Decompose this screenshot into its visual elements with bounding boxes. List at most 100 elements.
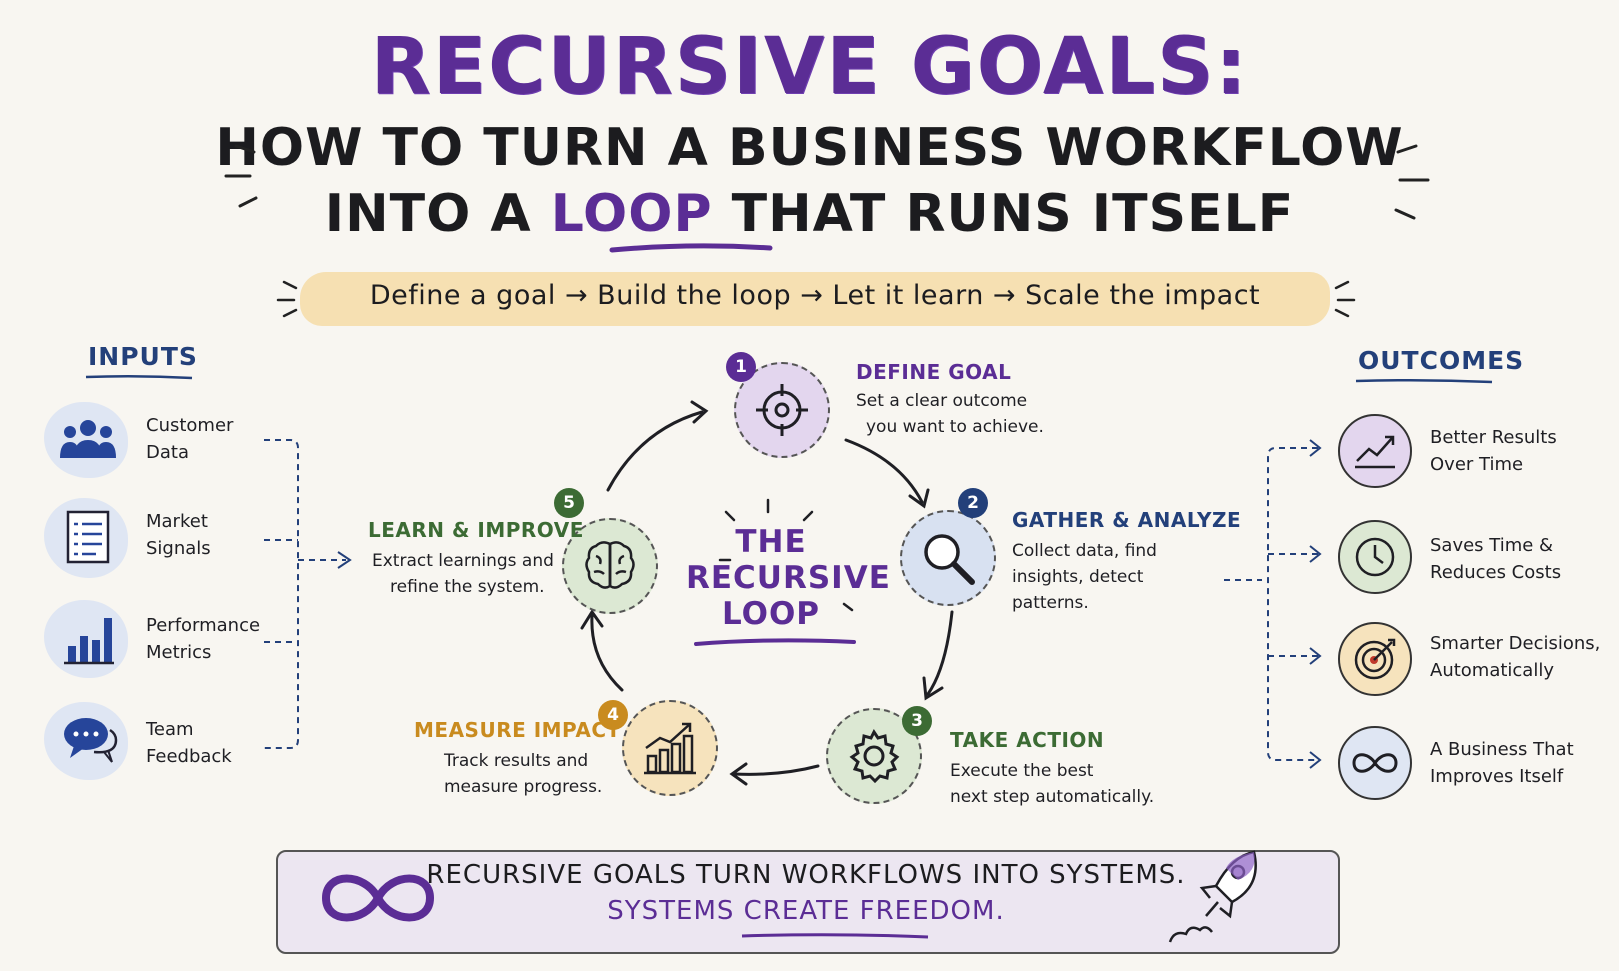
main-title: RECURSIVE GOALS: <box>370 22 1249 112</box>
step-3-badge: 3 <box>902 706 932 736</box>
input-customer-data-blob <box>44 402 128 478</box>
input-market-signals-label: Market Signals <box>146 508 211 562</box>
outcomes-heading-underline <box>1355 378 1493 384</box>
step-5-title: LEARN & IMPROVE <box>368 518 584 542</box>
step-5-desc: Extract learnings and refine the system. <box>372 548 554 600</box>
clock-icon <box>1355 537 1395 577</box>
subtitle-line-1: HOW TO TURN A BUSINESS WORKFLOW <box>215 118 1404 178</box>
footer-box <box>276 850 1340 954</box>
banner-spark-left <box>276 280 298 318</box>
step-3-desc: Execute the best next step automatically… <box>950 758 1154 810</box>
step-5-badge: 5 <box>554 488 584 518</box>
step-1-badge: 1 <box>726 352 756 382</box>
input-team-feedback-label: Team Feedback <box>146 716 232 770</box>
input-performance-metrics-line1: Performance <box>146 615 261 636</box>
subtitle-line-2-pre: INTO A <box>324 184 532 244</box>
step-2-desc-line2: insights, detect <box>1012 567 1144 587</box>
arrow-4-to-5 <box>590 614 624 692</box>
outcome-business-improves-circle <box>1338 726 1412 800</box>
center-underline <box>694 638 856 646</box>
input-customer-data-line2: Data <box>146 442 189 463</box>
bullseye-icon <box>1354 638 1396 680</box>
step-4-desc-line2: measure progress. <box>444 777 603 797</box>
outcome-smarter-decisions-line2: Automatically <box>1430 660 1554 681</box>
center-line-1: THE <box>735 524 807 560</box>
trend-up-icon <box>1355 435 1395 469</box>
input-team-feedback-line1: Team <box>146 719 194 740</box>
step-2-desc: Collect data, find insights, detect patt… <box>1012 538 1157 616</box>
process-banner-text: Define a goal → Build the loop → Let it … <box>369 280 1261 311</box>
loop-underline <box>609 243 773 253</box>
outcome-better-results-line2: Over Time <box>1430 454 1524 475</box>
input-market-signals-line1: Market <box>146 511 208 532</box>
step-1-desc: Set a clear outcome you want to achieve. <box>856 388 1044 440</box>
banner-spark-right <box>1334 280 1356 318</box>
step-2-badge: 2 <box>958 488 988 518</box>
input-customer-data-label: Customer Data <box>146 412 233 466</box>
arrow-3-to-4 <box>732 764 820 776</box>
rocket-icon <box>1168 850 1257 943</box>
target-crosshair-icon <box>756 384 808 436</box>
outcome-smarter-decisions-line1: Smarter Decisions, <box>1430 633 1601 654</box>
center-sparks <box>718 498 854 612</box>
outcome-business-improves-line1: A Business That <box>1430 739 1574 760</box>
magnifier-icon <box>924 534 975 585</box>
subtitle-line-2: INTO A LOOP THAT RUNS ITSELF <box>0 184 1619 244</box>
footer-line-1: RECURSIVE GOALS TURN WORKFLOWS INTO SYST… <box>426 860 1186 890</box>
people-icon <box>60 420 116 458</box>
step-5-desc-line2: refine the system. <box>390 577 545 597</box>
step-4-desc-line1: Track results and <box>444 751 589 771</box>
center-line-2: RECURSIVE <box>686 560 891 596</box>
step-3-desc-line2: next step automatically. <box>950 787 1155 807</box>
subtitle-highlight-loop: LOOP <box>550 184 713 244</box>
step-4-desc: Track results and measure progress. <box>444 748 602 800</box>
gear-icon <box>849 729 900 784</box>
step-1-desc-line1: Set a clear outcome <box>856 391 1028 411</box>
step-1-title: DEFINE GOAL <box>856 360 1012 384</box>
title-spark-right <box>1394 144 1430 220</box>
subtitle-line-2-post: THAT RUNS ITSELF <box>731 184 1295 244</box>
bar-chart-icon <box>64 618 114 665</box>
footer-underline <box>741 933 929 939</box>
input-team-feedback-line2: Feedback <box>146 746 232 767</box>
step-4-title: MEASURE IMPACT <box>414 718 621 742</box>
input-performance-metrics-label: Performance Metrics <box>146 612 260 666</box>
outcome-saves-time-circle <box>1338 520 1412 594</box>
outcome-better-results-label: Better Results Over Time <box>1430 424 1557 478</box>
inputs-heading: INPUTS <box>88 342 198 371</box>
step-2-title: GATHER & ANALYZE <box>1012 508 1242 532</box>
step-5-node <box>562 518 658 614</box>
footer-line-2: SYSTEMS CREATE FREEDOM. <box>607 896 1005 926</box>
process-banner <box>300 272 1330 326</box>
step-3-desc-line1: Execute the best <box>950 761 1094 781</box>
step-1-desc-line2: you want to achieve. <box>866 417 1044 437</box>
center-loop-label: THE RECURSIVE LOOP <box>686 524 891 632</box>
outcome-saves-time-line2: Reduces Costs <box>1430 562 1562 583</box>
outcome-saves-time-label: Saves Time & Reduces Costs <box>1430 532 1561 586</box>
input-performance-metrics-line2: Metrics <box>146 642 212 663</box>
outcome-business-improves-label: A Business That Improves Itself <box>1430 736 1574 790</box>
center-line-3: LOOP <box>721 596 821 632</box>
input-customer-data-line1: Customer <box>146 415 234 436</box>
footer-infinity-icon <box>321 874 435 922</box>
outcome-saves-time-line1: Saves Time & <box>1430 535 1554 556</box>
outcome-better-results-line1: Better Results <box>1430 427 1557 448</box>
arrow-2-to-3 <box>926 610 954 696</box>
step-4-badge: 4 <box>598 700 628 730</box>
step-5-desc-line1: Extract learnings and <box>372 551 554 571</box>
outcome-smarter-decisions-circle <box>1338 622 1412 696</box>
document-list-icon <box>66 510 110 564</box>
arrow-1-to-2 <box>844 438 924 504</box>
inputs-heading-underline <box>85 374 193 380</box>
infinity-icon <box>1352 753 1398 773</box>
step-2-desc-line3: patterns. <box>1012 593 1089 613</box>
step-4-node <box>622 700 718 796</box>
step-3-title: TAKE ACTION <box>950 728 1105 752</box>
growth-chart-icon <box>644 722 696 775</box>
step-2-node <box>900 510 996 606</box>
outcomes-heading: OUTCOMES <box>1358 346 1525 375</box>
outcome-smarter-decisions-label: Smarter Decisions, Automatically <box>1430 630 1600 684</box>
